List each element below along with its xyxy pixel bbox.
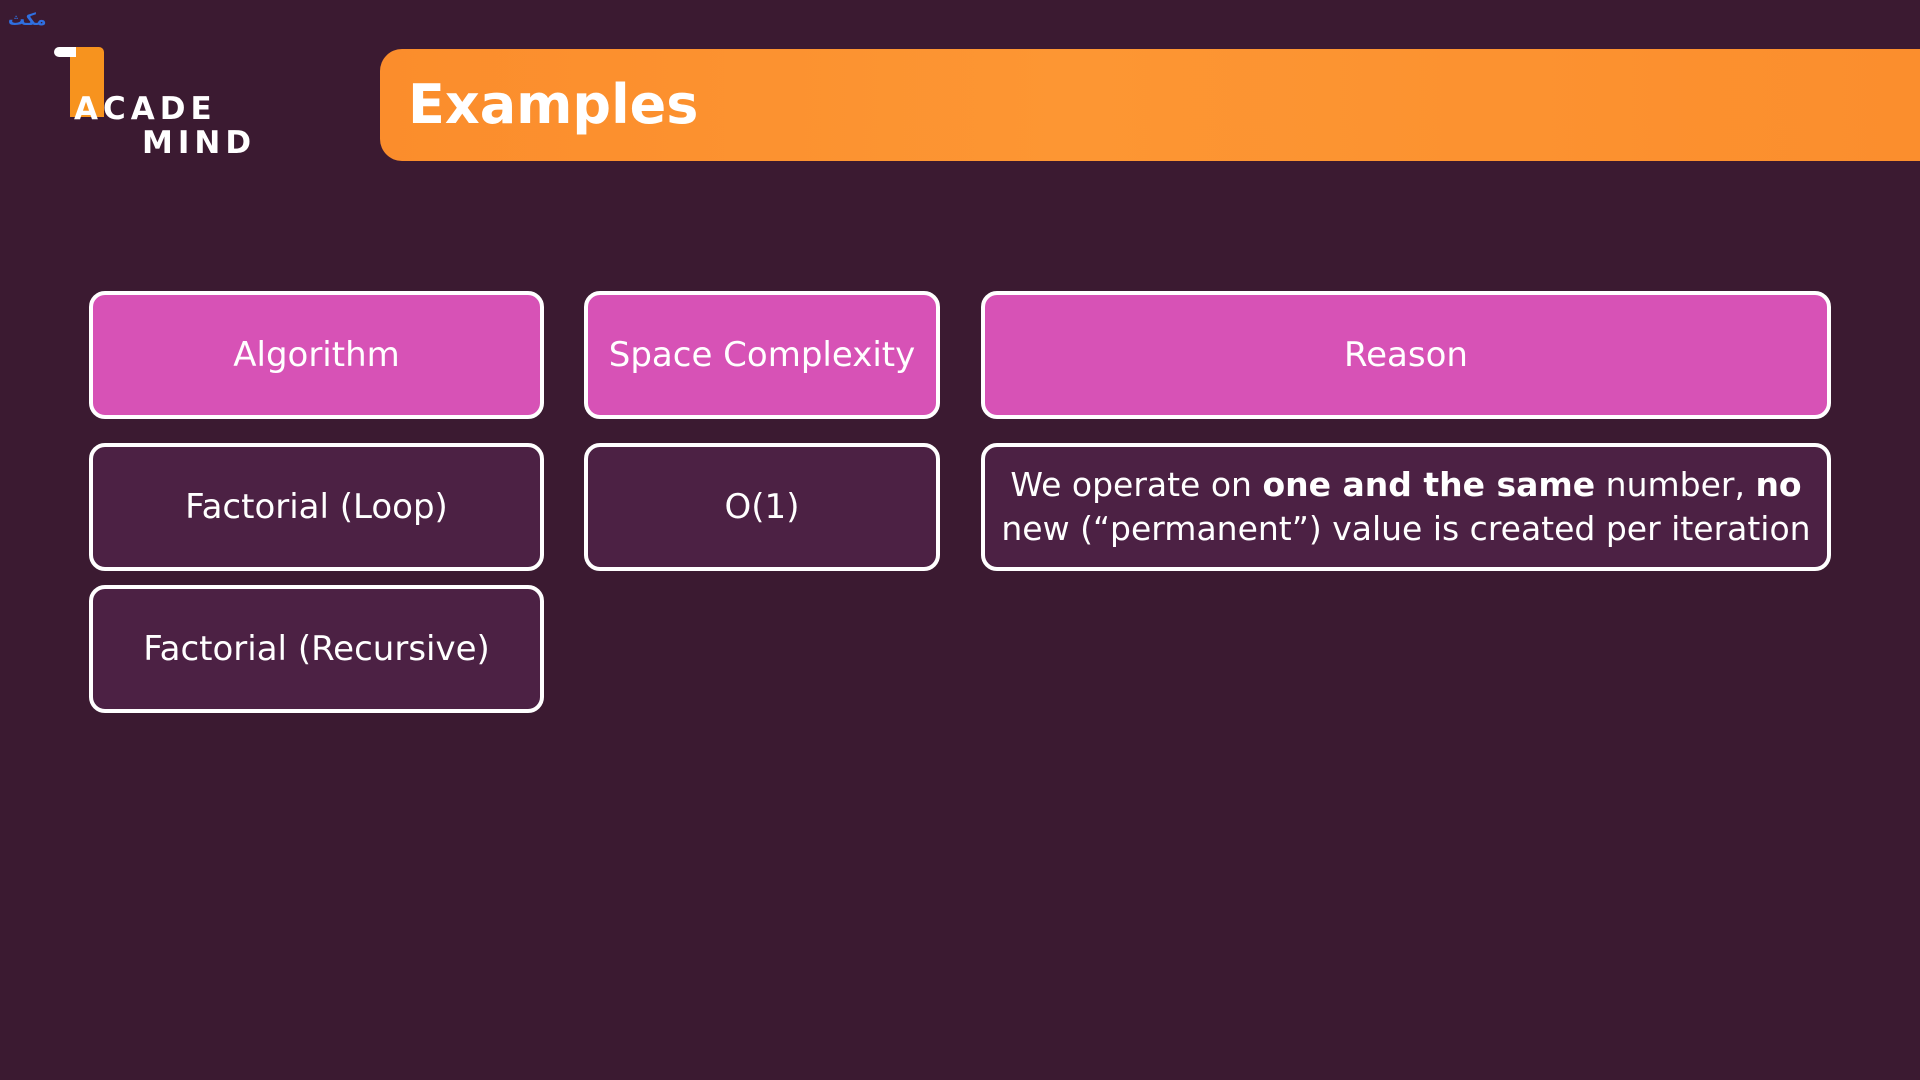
row1-algorithm: Factorial (Loop) [89, 443, 544, 571]
reason-bold1: one and the same [1262, 465, 1596, 504]
row2-algorithm-label: Factorial (Recursive) [143, 629, 490, 669]
header-space-complexity: Space Complexity [584, 291, 940, 419]
reason-part1: We operate on [1010, 465, 1263, 504]
row1-space-complexity-label: O(1) [724, 487, 800, 527]
header-space-complexity-label: Space Complexity [608, 335, 916, 375]
reason-part2: number, [1595, 465, 1756, 504]
header-algorithm: Algorithm [89, 291, 544, 419]
corner-tag: مكث [8, 10, 47, 30]
row1-algorithm-label: Factorial (Loop) [185, 487, 448, 527]
row1-reason-text: We operate on one and the same number, n… [997, 463, 1815, 551]
academind-logo: ACADE MIND [54, 47, 254, 161]
row1-space-complexity: O(1) [584, 443, 940, 571]
row2-algorithm: Factorial (Recursive) [89, 585, 544, 713]
row1-reason: We operate on one and the same number, n… [981, 443, 1831, 571]
header-algorithm-label: Algorithm [233, 335, 400, 375]
logo-text-line1: ACADE [74, 91, 217, 127]
page-title: Examples [408, 73, 699, 136]
reason-bold2: no [1755, 465, 1802, 504]
header-reason-label: Reason [1344, 335, 1468, 375]
logo-flag-icon [70, 47, 104, 117]
title-bar: Examples [380, 49, 1920, 161]
logo-flag-curl-icon [54, 47, 76, 57]
reason-part3: new (“permanent”) value is created per i… [1001, 509, 1811, 548]
logo-text-line2: MIND [142, 125, 257, 161]
header-reason: Reason [981, 291, 1831, 419]
